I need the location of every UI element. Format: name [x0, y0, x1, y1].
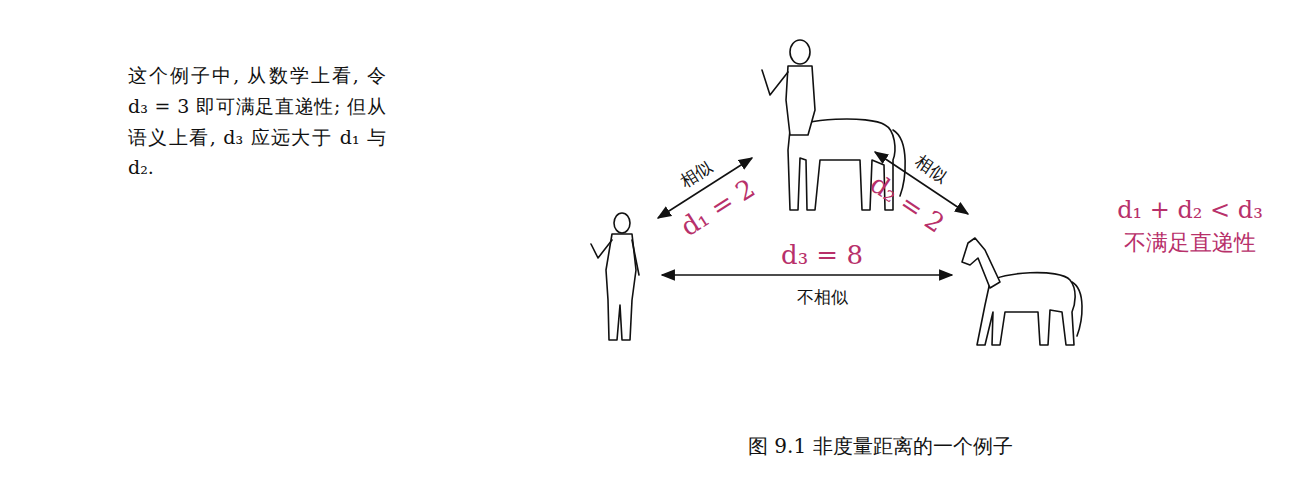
human-arm — [591, 240, 612, 258]
human-head — [614, 213, 630, 233]
horse-tail — [1072, 282, 1082, 336]
inequality-note: 不满足直递性 — [1124, 230, 1256, 256]
edge-label: 相似 — [911, 151, 951, 187]
edge-label: 相似 — [676, 156, 716, 191]
figure-caption: 图 9.1 非度量距离的一个例子 — [748, 434, 1013, 458]
inequality-note: d₁ + d₂ < d₃ — [1117, 196, 1263, 225]
centaur-arm — [762, 70, 788, 95]
centaur-head — [790, 40, 810, 64]
note-text: 这个例子中, 从数学上看, 令 d₃ = 3 即可满足直递性; 但从语义上看, … — [128, 60, 386, 183]
distance-label: d₃ = 8 — [781, 240, 863, 271]
human-arm — [632, 240, 639, 275]
dissimilarity-arrow — [662, 274, 952, 276]
edge-label: 不相似 — [797, 287, 848, 307]
horse-figure — [962, 238, 1082, 345]
centaur-torso — [786, 66, 815, 135]
human-figure — [591, 213, 639, 340]
horse-head — [962, 238, 1000, 288]
human-body — [606, 234, 636, 340]
